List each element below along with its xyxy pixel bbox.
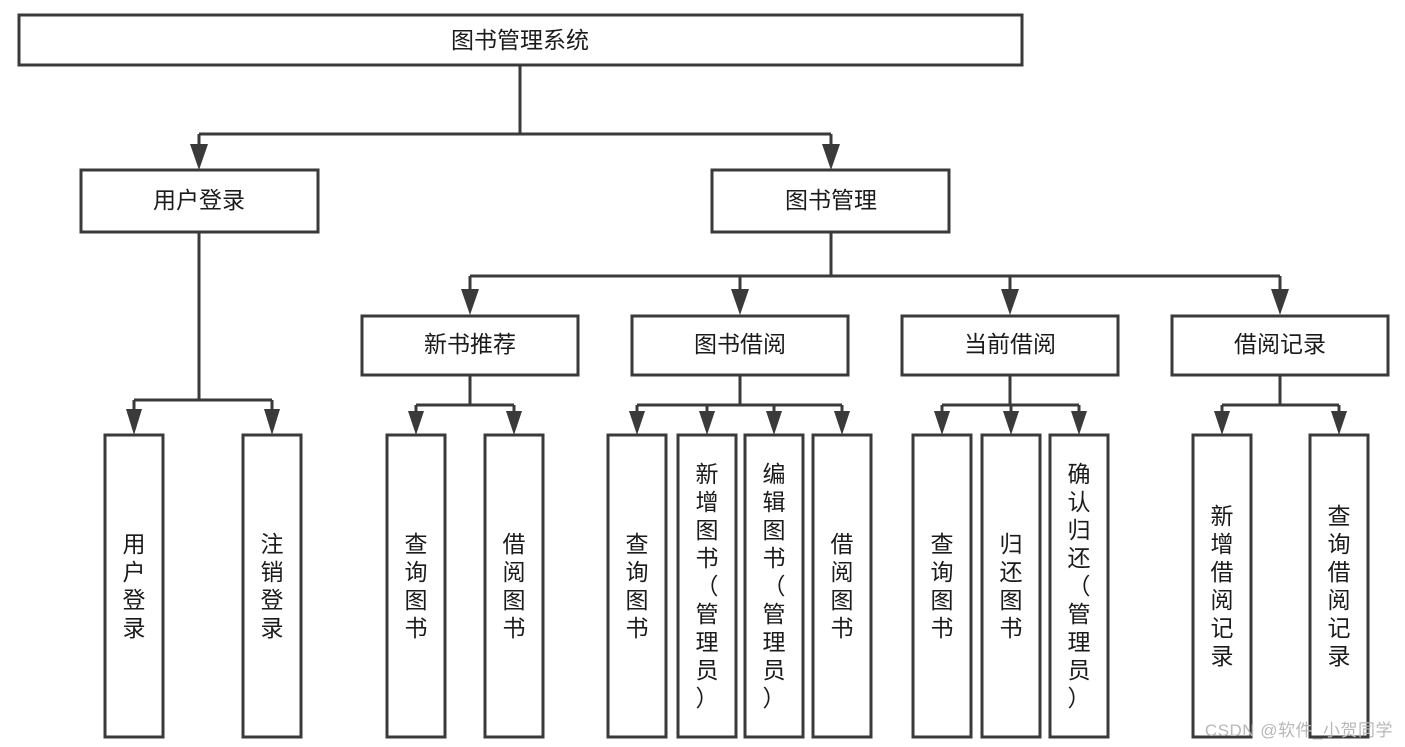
- node-leaf-edit-book-label: 编辑图书（管理员）: [763, 461, 786, 711]
- node-leaf-return-book[interactable]: 归还图书: [980, 433, 1042, 739]
- node-book-borrow[interactable]: 图书借阅: [630, 314, 850, 377]
- arrow-head-book-borrow: [731, 289, 749, 315]
- arrow-head-borrow-record: [1271, 289, 1289, 315]
- node-leaf-query-book-1-box: [385, 433, 447, 739]
- node-leaf-add-record-box: [1191, 433, 1253, 739]
- connector-group-root: [190, 65, 840, 170]
- node-borrow-record-label: 借阅记录: [1234, 331, 1326, 357]
- node-leaf-borrow-book-2-label: 借阅图书: [831, 531, 854, 641]
- node-leaf-query-book-3-label: 查询图书: [931, 531, 954, 641]
- arrow-head-book-management: [822, 144, 840, 170]
- connector-group-book-management: [461, 232, 1289, 315]
- node-leaf-borrow-book-1-box: [483, 433, 545, 739]
- connector-group-new-book-recommend: [408, 375, 522, 435]
- arrow-head-current-borrow: [1001, 289, 1019, 315]
- node-leaf-confirm-return-label: 确认归还（管理员）: [1068, 461, 1091, 711]
- node-leaf-borrow-book-2[interactable]: 借阅图书: [811, 433, 873, 739]
- node-leaf-confirm-return-box: [1048, 433, 1110, 739]
- arrow-head-leaf-query-book-3: [934, 411, 950, 435]
- node-root-label: 图书管理系统: [451, 27, 589, 53]
- node-borrow-record-box: [1170, 314, 1390, 377]
- node-root[interactable]: 图书管理系统: [17, 13, 1024, 67]
- node-leaf-query-book-3-box: [911, 433, 973, 739]
- arrow-head-leaf-add-book: [699, 411, 715, 435]
- arrow-head-leaf-confirm-return: [1071, 411, 1087, 435]
- node-leaf-add-book[interactable]: 新增图书（管理员）: [676, 433, 738, 739]
- node-leaf-borrow-book-1-label: 借阅图书: [503, 531, 526, 641]
- arrow-head-leaf-query-record: [1331, 411, 1347, 435]
- node-leaf-add-book-box: [676, 433, 738, 739]
- arrow-head-leaf-borrow-book-1: [506, 411, 522, 435]
- node-leaf-query-book-2[interactable]: 查询图书: [606, 433, 668, 739]
- node-leaf-query-book-1[interactable]: 查询图书: [385, 433, 447, 739]
- node-leaf-query-book-1-label: 查询图书: [405, 531, 428, 641]
- arrow-head-new-book-recommend: [461, 289, 479, 315]
- connector-group-borrow-record: [1214, 375, 1347, 435]
- arrow-head-leaf-user-login: [126, 409, 142, 435]
- node-leaf-query-record[interactable]: 查询借阅记录: [1308, 433, 1370, 739]
- connector-group-book-borrow: [629, 375, 850, 435]
- node-leaf-add-record-label: 新增借阅记录: [1211, 503, 1234, 669]
- node-leaf-query-book-2-box: [606, 433, 668, 739]
- node-leaf-logout-login-label: 注销登录: [261, 531, 284, 641]
- node-user-login-label: 用户登录: [153, 187, 245, 213]
- node-book-management[interactable]: 图书管理: [710, 168, 951, 234]
- csdn-watermark: CSDN @软件_小贺同学: [1204, 721, 1393, 740]
- node-leaf-edit-book-box: [743, 433, 805, 739]
- node-book-borrow-box: [630, 314, 850, 377]
- arrow-head-user-login: [190, 144, 208, 170]
- arrow-head-leaf-edit-book: [766, 411, 782, 435]
- node-leaf-borrow-book-1[interactable]: 借阅图书: [483, 433, 545, 739]
- node-leaf-user-login[interactable]: 用户登录: [103, 433, 165, 739]
- arrow-head-leaf-query-book-2: [629, 411, 645, 435]
- node-leaf-query-book-3[interactable]: 查询图书: [911, 433, 973, 739]
- node-book-borrow-label: 图书借阅: [694, 331, 786, 357]
- node-leaf-borrow-book-2-box: [811, 433, 873, 739]
- node-user-login-box: [79, 168, 320, 234]
- node-leaf-logout-login[interactable]: 注销登录: [241, 433, 303, 739]
- node-leaf-query-record-box: [1308, 433, 1370, 739]
- node-leaf-edit-book[interactable]: 编辑图书（管理员）: [743, 433, 805, 739]
- node-leaf-add-record[interactable]: 新增借阅记录: [1191, 433, 1253, 739]
- node-leaf-user-login-label: 用户登录: [123, 531, 146, 641]
- arrow-head-leaf-borrow-book-2: [834, 411, 850, 435]
- node-new-book-recommend-box: [360, 314, 580, 377]
- node-leaf-add-book-label: 新增图书（管理员）: [696, 461, 719, 711]
- node-new-book-recommend-label: 新书推荐: [424, 331, 516, 357]
- node-leaf-confirm-return[interactable]: 确认归还（管理员）: [1048, 433, 1110, 739]
- node-leaf-logout-login-box: [241, 433, 303, 739]
- node-current-borrow-box: [900, 314, 1120, 377]
- node-leaf-return-book-box: [980, 433, 1042, 739]
- arrow-head-leaf-add-record: [1214, 411, 1230, 435]
- node-book-management-box: [710, 168, 951, 234]
- node-leaf-return-book-label: 归还图书: [1000, 531, 1023, 641]
- node-book-management-label: 图书管理: [785, 187, 877, 213]
- node-leaf-query-book-2-label: 查询图书: [626, 531, 649, 641]
- node-borrow-record[interactable]: 借阅记录: [1170, 314, 1390, 377]
- arrow-head-leaf-logout-login: [264, 409, 280, 435]
- node-leaf-query-record-label: 查询借阅记录: [1328, 503, 1351, 669]
- connector-group-current-borrow: [934, 375, 1087, 435]
- arrow-head-leaf-return-book: [1003, 411, 1019, 435]
- arrow-head-leaf-query-book-1: [408, 411, 424, 435]
- node-current-borrow-label: 当前借阅: [964, 331, 1056, 357]
- node-new-book-recommend[interactable]: 新书推荐: [360, 314, 580, 377]
- node-current-borrow[interactable]: 当前借阅: [900, 314, 1120, 377]
- node-root-box: [17, 13, 1024, 67]
- node-user-login[interactable]: 用户登录: [79, 168, 320, 234]
- connector-group-user-login: [126, 232, 280, 435]
- node-leaf-user-login-box: [103, 433, 165, 739]
